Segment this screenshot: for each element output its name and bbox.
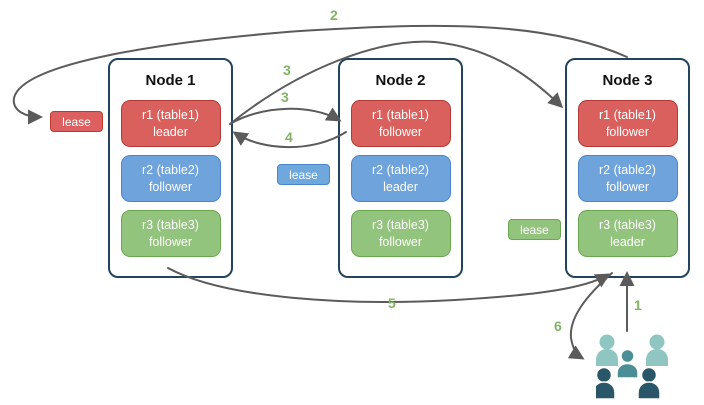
node-3-replica-r1: r1 (table1) follower bbox=[577, 100, 678, 147]
replica-label: r3 (table3) bbox=[599, 218, 656, 233]
replica-label: r2 (table2) bbox=[372, 163, 429, 178]
node-3-replica-r3: r3 (table3) leader bbox=[577, 210, 678, 257]
replica-label: r3 (table3) bbox=[372, 218, 429, 233]
replica-label: r1 (table1) bbox=[142, 108, 199, 123]
node-1: Node 1 r1 (table1) leader r2 (table2) fo… bbox=[108, 58, 233, 278]
replica-role: follower bbox=[148, 234, 193, 249]
lease-tag-blue: lease bbox=[277, 164, 330, 185]
replica-label: r2 (table2) bbox=[142, 163, 199, 178]
replica-label: r1 (table1) bbox=[599, 108, 656, 123]
replica-role: leader bbox=[610, 234, 645, 249]
node-1-replica-r1: r1 (table1) leader bbox=[120, 100, 221, 147]
step-number-5: 5 bbox=[388, 295, 396, 311]
node-3: Node 3 r1 (table1) follower r2 (table2) … bbox=[565, 58, 690, 278]
arrow-step-2-node3-to-lease bbox=[12, 24, 628, 125]
node-3-title: Node 3 bbox=[602, 72, 653, 89]
users-group-icon bbox=[596, 334, 668, 400]
replica-label: r1 (table1) bbox=[372, 108, 429, 123]
node-1-replica-r3: r3 (table3) follower bbox=[120, 210, 221, 257]
replica-role: leader bbox=[153, 124, 188, 139]
replica-label: r2 (table2) bbox=[599, 163, 656, 178]
node-2-replica-r1: r1 (table1) follower bbox=[350, 100, 451, 147]
replica-role: follower bbox=[148, 179, 193, 194]
step-number-6: 6 bbox=[554, 318, 562, 334]
person-top-left-icon bbox=[596, 334, 618, 366]
lease-tag-green: lease bbox=[508, 219, 561, 240]
person-bottom-left-icon bbox=[596, 366, 616, 400]
node-2-replica-r2: r2 (table2) leader bbox=[350, 155, 451, 202]
node-1-title: Node 1 bbox=[145, 72, 196, 89]
node-2: Node 2 r1 (table1) follower r2 (table2) … bbox=[338, 58, 463, 278]
person-top-right-icon bbox=[646, 334, 668, 366]
step-number-2: 2 bbox=[330, 7, 338, 23]
lease-tag-red: lease bbox=[50, 111, 103, 132]
replica-role: follower bbox=[378, 234, 423, 249]
replica-label: r3 (table3) bbox=[142, 218, 199, 233]
person-bottom-right-icon bbox=[637, 366, 661, 400]
replica-role: follower bbox=[605, 124, 650, 139]
node-3-replica-r2: r2 (table2) follower bbox=[577, 155, 678, 202]
node-2-replica-r3: r3 (table3) follower bbox=[350, 210, 451, 257]
person-middle-icon bbox=[616, 348, 639, 379]
arrow-step-6-node3-to-users bbox=[567, 272, 613, 360]
step-number-3a: 3 bbox=[283, 62, 291, 78]
node-1-replica-r2: r2 (table2) follower bbox=[120, 155, 221, 202]
replica-role: follower bbox=[605, 179, 650, 194]
node-2-title: Node 2 bbox=[375, 72, 426, 89]
step-number-1: 1 bbox=[634, 297, 642, 313]
step-number-3b: 3 bbox=[281, 89, 289, 105]
step-number-4: 4 bbox=[285, 129, 293, 145]
replica-role: leader bbox=[383, 179, 418, 194]
arrow-step-3-node1-to-node2 bbox=[229, 107, 342, 125]
replica-role: follower bbox=[378, 124, 423, 139]
